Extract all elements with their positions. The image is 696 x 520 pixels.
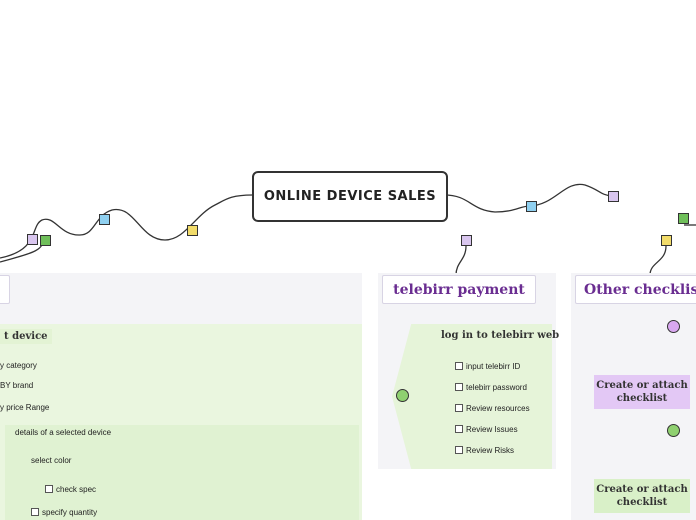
left-group-label[interactable]: t device — [0, 329, 52, 344]
telebirr-task[interactable]: Review resources — [455, 404, 530, 413]
telebirr-task-label: Review resources — [466, 404, 530, 413]
checkbox-icon[interactable] — [455, 383, 463, 391]
select-color-label[interactable]: select color — [31, 456, 72, 465]
circle-node-icon[interactable] — [667, 424, 680, 437]
sticky-note-icon[interactable] — [678, 213, 689, 224]
connector-telebirr — [455, 245, 467, 276]
checklist-task-label: Create or attach checklist — [596, 484, 688, 508]
telebirr-node[interactable]: log in to telebirr web — [441, 330, 560, 341]
sticky-note-icon[interactable] — [40, 235, 51, 246]
telebirr-task[interactable]: Review Issues — [455, 425, 518, 434]
telebirr-task-label: input telebirr ID — [466, 362, 521, 371]
filter-category[interactable]: y category — [0, 361, 37, 370]
telebirr-task-label: telebirr password — [466, 383, 527, 392]
telebirr-task-label: Review Issues — [466, 425, 518, 434]
left-details-zone — [5, 425, 359, 520]
checkbox-icon[interactable] — [455, 425, 463, 433]
circle-node-icon[interactable] — [667, 320, 680, 333]
telebirr-zone — [392, 324, 552, 469]
left-panel-title[interactable] — [0, 275, 10, 304]
telebirr-title[interactable]: telebirr payment — [382, 275, 536, 304]
connector-checklist — [649, 245, 667, 276]
telebirr-task[interactable]: input telebirr ID — [455, 362, 520, 371]
checkbox-icon[interactable] — [31, 508, 39, 516]
check-spec-item[interactable]: check spec — [45, 485, 96, 494]
details-label[interactable]: details of a selected device — [15, 428, 112, 437]
central-topic-label: ONLINE DEVICE SALES — [263, 189, 437, 204]
central-topic[interactable]: ONLINE DEVICE SALES — [252, 171, 448, 222]
check-spec-label: check spec — [56, 485, 97, 494]
checklist-task-label: Create or attach checklist — [596, 380, 688, 404]
checkbox-icon[interactable] — [45, 485, 53, 493]
checklist-title[interactable]: Other checklis — [575, 275, 696, 304]
circle-node-icon[interactable] — [396, 389, 409, 402]
telebirr-task[interactable]: telebirr password — [455, 383, 527, 392]
sticky-note-icon[interactable] — [99, 214, 110, 225]
sticky-note-icon[interactable] — [27, 234, 38, 245]
sticky-note-icon[interactable] — [187, 225, 198, 236]
telebirr-task-label: Review Risks — [466, 446, 515, 455]
checkbox-icon[interactable] — [455, 446, 463, 454]
filter-price-range[interactable]: y price Range — [0, 403, 50, 412]
specify-quantity-item[interactable]: specify quantity — [31, 508, 97, 517]
checklist-title-label: Other checklis — [584, 281, 696, 298]
connector-left — [0, 194, 253, 259]
sticky-note-icon[interactable] — [526, 201, 537, 212]
checklist-task[interactable]: Create or attach checklist — [594, 375, 690, 409]
checklist-task[interactable]: Create or attach checklist — [594, 479, 690, 513]
checkbox-icon[interactable] — [455, 404, 463, 412]
sticky-note-icon[interactable] — [661, 235, 672, 246]
telebirr-task[interactable]: Review Risks — [455, 446, 514, 455]
filter-brand[interactable]: BY brand — [0, 381, 34, 390]
specify-quantity-label: specify quantity — [42, 508, 98, 517]
telebirr-title-label: telebirr payment — [393, 281, 525, 298]
checkbox-icon[interactable] — [455, 362, 463, 370]
sticky-note-icon[interactable] — [608, 191, 619, 202]
sticky-note-icon[interactable] — [461, 235, 472, 246]
